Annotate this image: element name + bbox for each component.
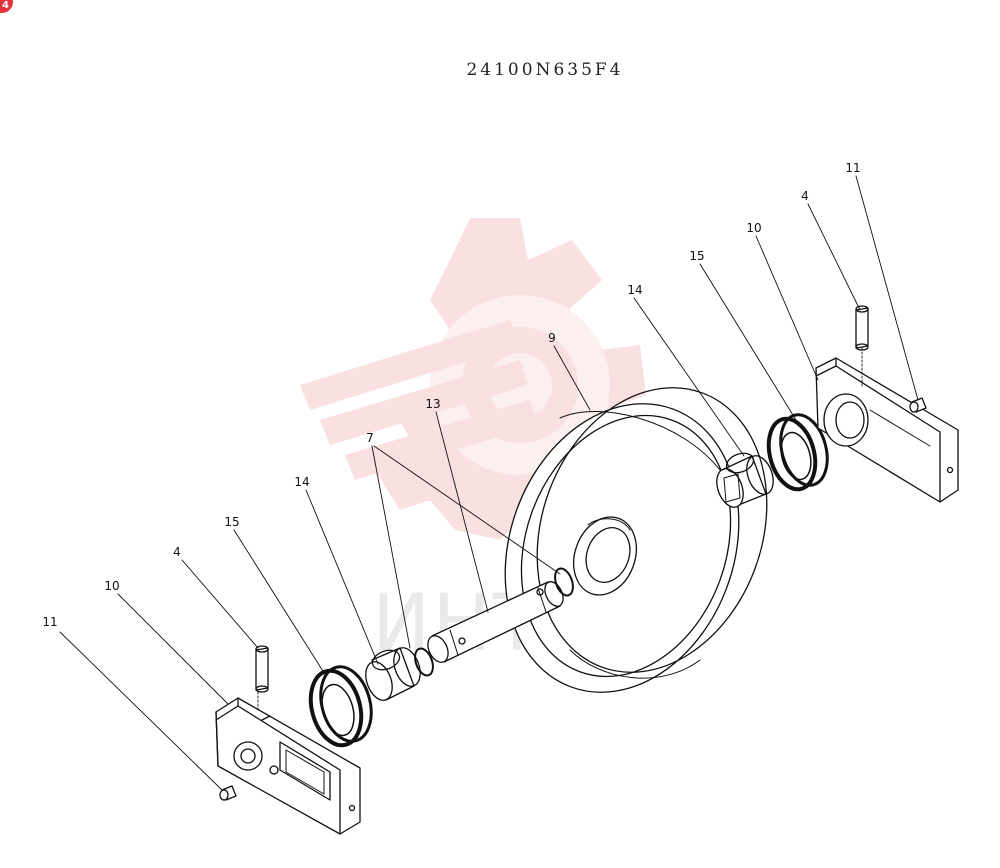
floating-seal-right <box>766 413 829 492</box>
callout-11-right: 11 <box>845 161 861 175</box>
o-ring-left <box>414 647 434 677</box>
set-screw-left <box>219 785 237 801</box>
leader-lines <box>59 175 919 791</box>
corner-badge: 4 <box>0 0 13 13</box>
callout-10-right: 10 <box>746 221 762 235</box>
o-ring-right <box>554 567 574 597</box>
part-number-title: 24100N635F4 <box>466 60 624 80</box>
callout-13: 13 <box>425 397 441 411</box>
floating-seal-left <box>308 665 373 748</box>
bushing-left <box>365 647 421 701</box>
callout-15-right: 15 <box>689 249 705 263</box>
pin-right <box>855 305 869 351</box>
shaft <box>427 581 564 663</box>
callout-11-left: 11 <box>42 615 58 629</box>
support-bracket-left <box>215 697 361 835</box>
pin-left <box>255 645 269 693</box>
callout-10-left: 10 <box>104 579 120 593</box>
callout-14-right: 14 <box>627 283 643 297</box>
support-bracket-right <box>815 357 959 503</box>
callout-7: 7 <box>366 431 374 445</box>
callout-15-left: 15 <box>224 515 240 529</box>
idler-wheel <box>504 387 768 693</box>
set-screw-right <box>909 397 927 413</box>
bushing-right <box>716 452 774 508</box>
callout-4-left: 4 <box>173 545 181 559</box>
callout-14-left: 14 <box>294 475 310 489</box>
callout-4-right: 4 <box>801 189 809 203</box>
callout-9: 9 <box>548 331 556 345</box>
